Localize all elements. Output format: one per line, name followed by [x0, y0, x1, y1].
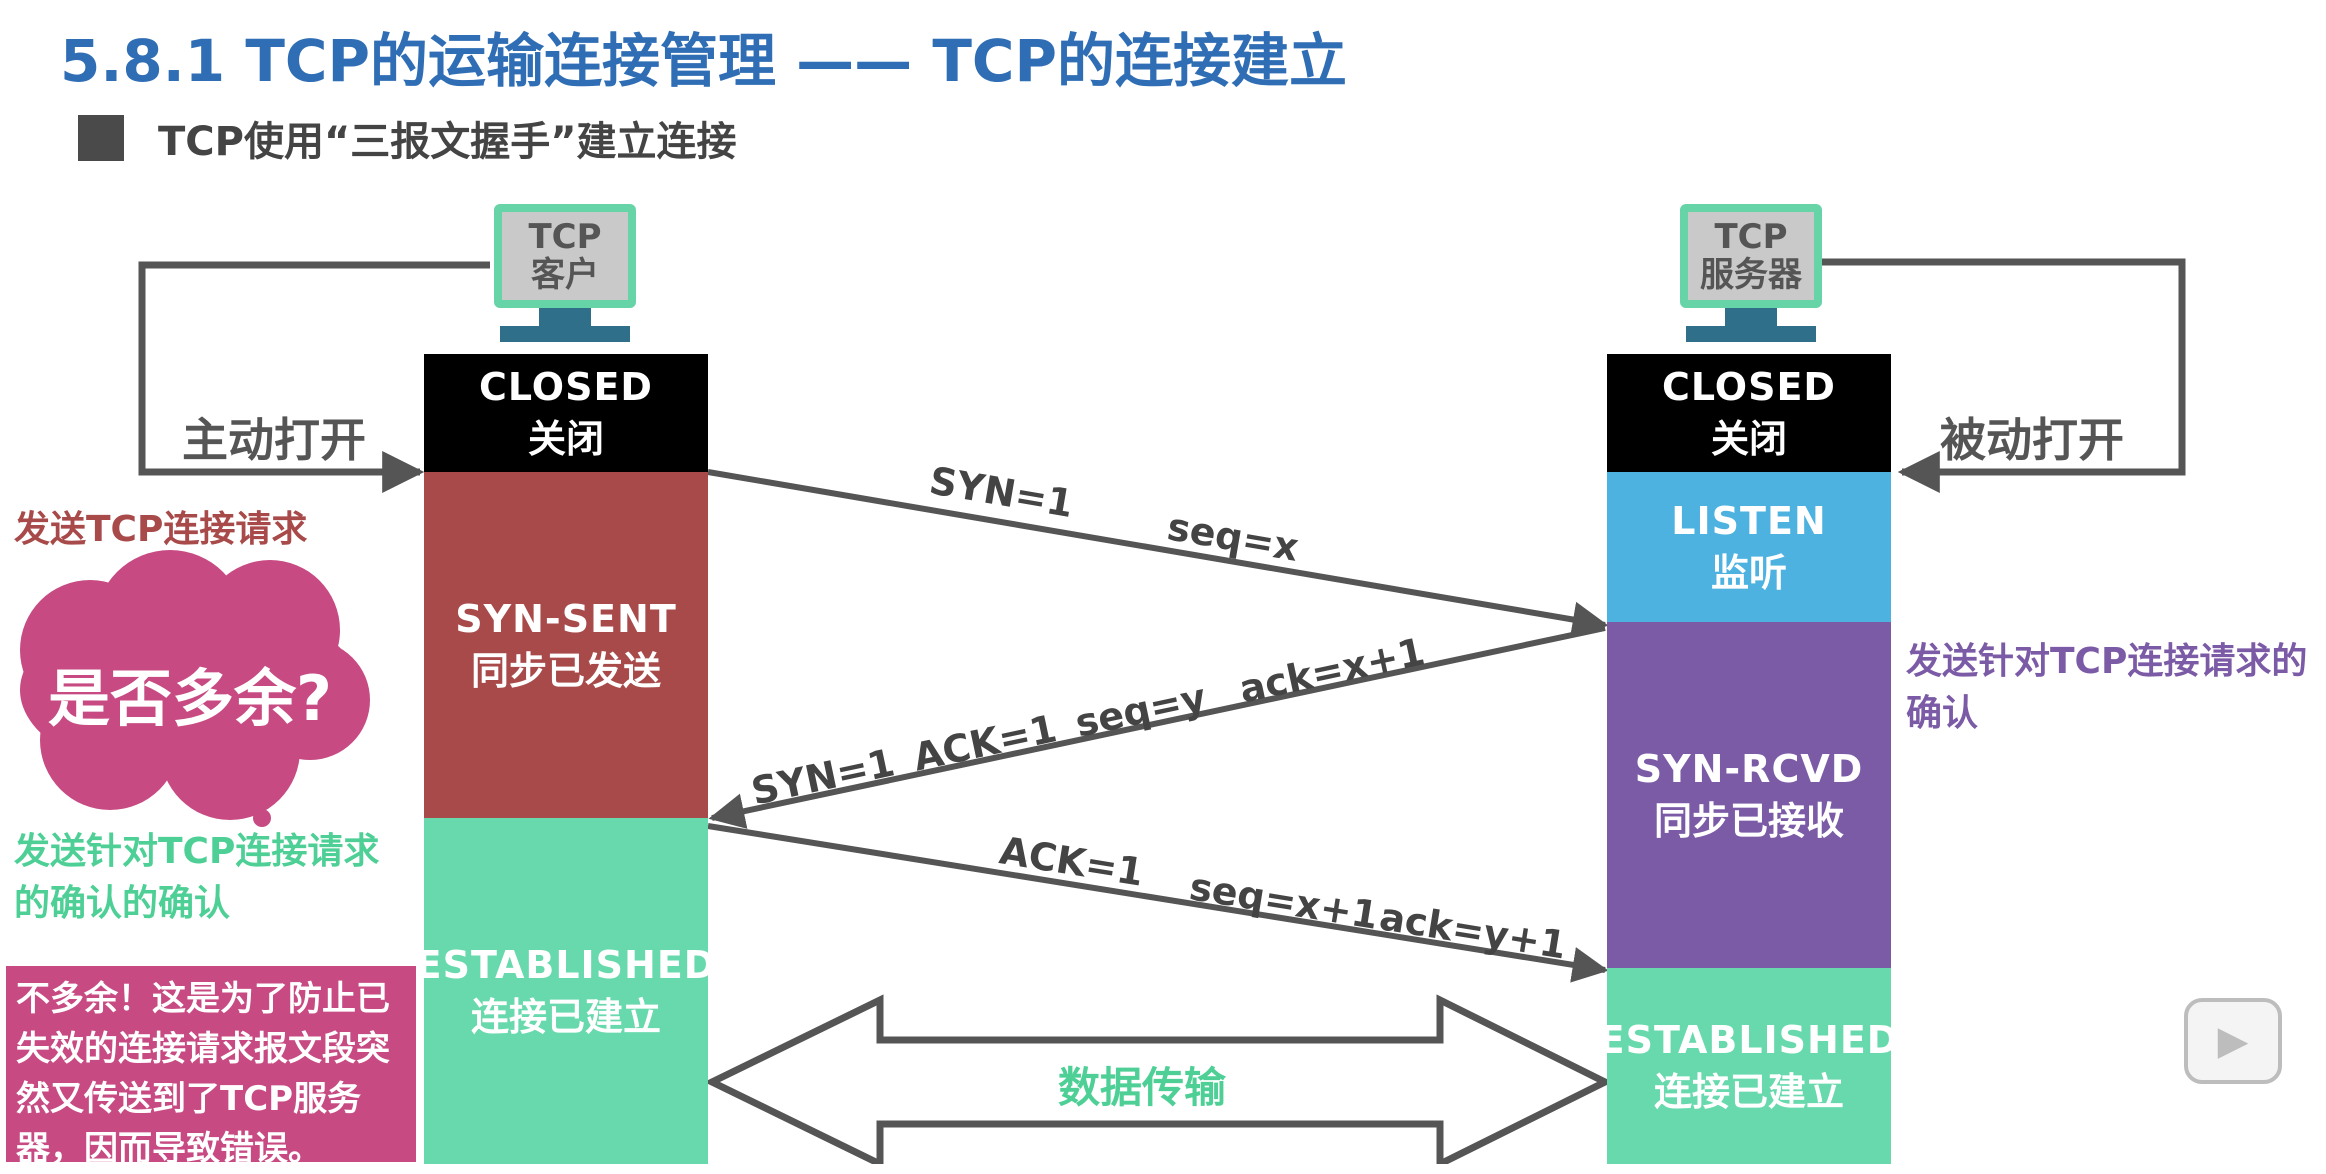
server-pc-label-2: 服务器 [1700, 255, 1802, 295]
ack-of-ack-text: 发送针对TCP连接请求的确认的确认 [14, 831, 380, 924]
server-open-label: 被动打开 [1940, 413, 2124, 467]
syn-ack-arrow [708, 625, 1606, 829]
server-synrcvd-en: SYN-RCVD [1634, 747, 1864, 791]
client-closed-en: CLOSED [479, 365, 653, 409]
server-open-path [1822, 258, 2186, 493]
note-box: 不多余！这是为了防止已失效的连接请求报文段突然又传送到了TCP服务器，因而导致错… [6, 966, 416, 1169]
server-estab-en: ESTABLISHED [1598, 1018, 1900, 1062]
cloud-shape [20, 550, 370, 827]
client-pc-base [500, 326, 630, 342]
server-listen-en: LISTEN [1671, 499, 1827, 543]
server-pc-screen: TCP 服务器 [1680, 204, 1822, 308]
client-pc-neck [539, 308, 591, 326]
server-pc-neck [1725, 308, 1777, 326]
client-open-label: 主动打开 [182, 413, 366, 467]
client-open-path [138, 261, 490, 493]
client-state-syn-sent: SYN-SENT 同步已发送 [424, 472, 708, 818]
send-request-text: 发送TCP连接请求 [14, 509, 308, 550]
server-state-listen: LISTEN 监听 [1607, 472, 1891, 622]
client-estab-en: ESTABLISHED [415, 943, 717, 987]
page-title: 5.8.1 TCP的运输连接管理 —— TCP的连接建立 [60, 27, 1347, 95]
syn-arrow [707, 469, 1609, 638]
server-computer-icon: TCP 服务器 [1680, 204, 1822, 342]
client-state-established: ESTABLISHED 连接已建立 [416, 818, 715, 1164]
client-pc-screen: TCP 客户 [494, 204, 636, 308]
server-state-established: ESTABLISHED 连接已建立 [1599, 968, 1898, 1164]
client-synsent-en: SYN-SENT [455, 597, 677, 641]
send-ack-text: 发送针对TCP连接请求的确认 [1906, 641, 2308, 734]
client-closed-cn: 关闭 [527, 417, 604, 461]
client-computer-icon: TCP 客户 [494, 204, 636, 342]
client-synsent-cn: 同步已发送 [470, 649, 661, 693]
bullet-square-icon [78, 115, 124, 161]
play-icon: ▶ [2217, 1018, 2249, 1064]
server-pc-label-1: TCP [1714, 217, 1788, 257]
subtitle-text: TCP使用“三报文握手”建立连接 [158, 119, 737, 165]
subtitle: TCP使用“三报文握手”建立连接 [78, 110, 737, 166]
play-button[interactable]: ▶ [2184, 998, 2282, 1084]
server-closed-en: CLOSED [1662, 365, 1836, 409]
client-pc-label-1: TCP [528, 217, 602, 257]
data-transfer-label: 数据传输 [1058, 1063, 1227, 1112]
client-pc-label-2: 客户 [531, 255, 599, 295]
server-estab-cn: 连接已建立 [1653, 1070, 1844, 1114]
server-listen-cn: 监听 [1710, 551, 1787, 595]
server-state-syn-rcvd: SYN-RCVD 同步已接收 [1607, 622, 1891, 968]
client-estab-cn: 连接已建立 [470, 995, 661, 1039]
client-state-closed: CLOSED 关闭 [424, 354, 708, 472]
cloud-text: 是否多余? [48, 662, 332, 735]
server-pc-base [1686, 326, 1816, 342]
server-closed-cn: 关闭 [1710, 417, 1787, 461]
data-transfer-arrow [704, 994, 1613, 1164]
ack-arrow [707, 823, 1609, 983]
server-synrcvd-cn: 同步已接收 [1653, 799, 1844, 843]
server-state-closed: CLOSED 关闭 [1607, 354, 1891, 472]
